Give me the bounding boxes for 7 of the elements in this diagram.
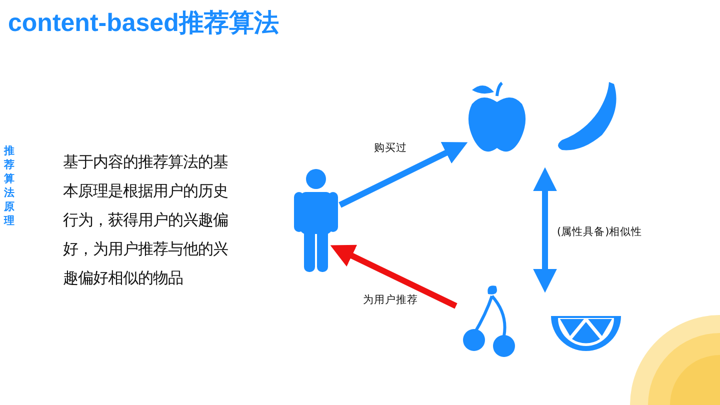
description-text: 基于内容的推荐算法的基本原理是根据用户的历史行为，获得用户的兴趣偏好，为用户推荐与他的兴趣偏好相似的物品 (63, 152, 229, 289)
title: content-based推荐算法 (8, 8, 279, 39)
arrow (338, 142, 468, 208)
arrow (330, 244, 458, 309)
arrow (533, 167, 557, 293)
side-label: 推荐算法原理 (4, 144, 16, 228)
edge-label: (属性具备)相似性 (555, 224, 644, 240)
